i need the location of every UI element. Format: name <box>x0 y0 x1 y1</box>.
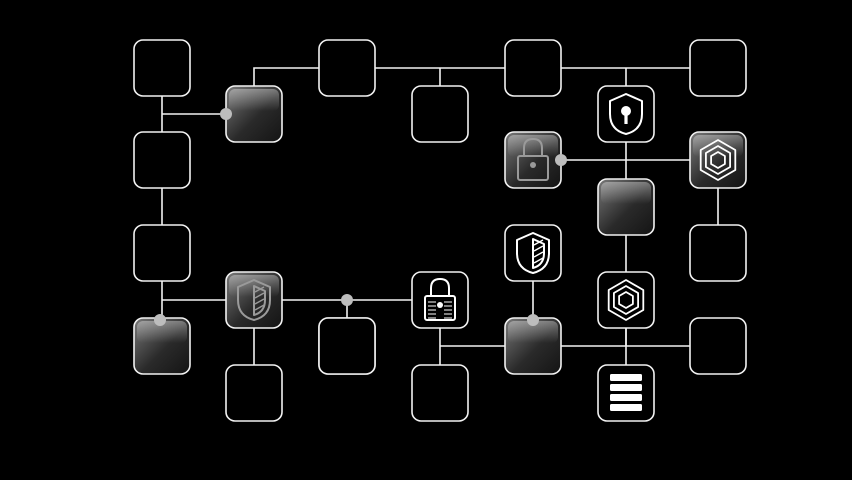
junction-dot-1 <box>220 108 232 120</box>
junction-dot-5 <box>527 314 539 326</box>
node-n6[interactable] <box>411 85 469 143</box>
node-box <box>689 317 747 375</box>
node-n11[interactable] <box>689 224 747 282</box>
node-box <box>133 131 191 189</box>
node-n16[interactable] <box>225 271 283 329</box>
node-n20[interactable] <box>411 364 469 422</box>
node-n21[interactable] <box>689 317 747 375</box>
server-rack-icon <box>610 374 642 411</box>
node-box <box>411 85 469 143</box>
node-n7[interactable] <box>597 85 655 143</box>
node-sheen <box>137 321 187 343</box>
junction-dot-3 <box>154 314 166 326</box>
node-n1[interactable] <box>133 39 191 97</box>
node-n8[interactable] <box>133 131 191 189</box>
junction-dot-2 <box>555 154 567 166</box>
node-box <box>411 364 469 422</box>
node-n5[interactable] <box>225 85 283 143</box>
node-n24[interactable] <box>318 317 376 375</box>
node-n19[interactable] <box>133 317 191 375</box>
node-box <box>597 271 655 329</box>
node-sheen <box>508 321 558 343</box>
node-layer <box>133 39 747 422</box>
shield-check-icon <box>516 232 550 274</box>
node-sheen <box>601 182 651 204</box>
node-n13[interactable] <box>133 224 191 282</box>
node-n25[interactable] <box>597 364 655 422</box>
node-sheen <box>508 135 558 157</box>
node-n9[interactable] <box>504 131 562 189</box>
node-n12[interactable] <box>597 178 655 236</box>
node-box <box>504 39 562 97</box>
shield-keyhole-icon <box>609 93 643 135</box>
node-box <box>597 364 655 422</box>
node-n18[interactable] <box>597 271 655 329</box>
padlock-icon <box>517 138 549 181</box>
node-box <box>318 317 376 375</box>
node-n14[interactable] <box>504 224 562 282</box>
shield-icon <box>237 279 271 321</box>
node-box <box>225 364 283 422</box>
node-sheen <box>229 89 279 111</box>
node-n17[interactable] <box>411 271 469 329</box>
node-n23[interactable] <box>225 364 283 422</box>
node-n4[interactable] <box>689 39 747 97</box>
hexagon-icon <box>607 279 645 321</box>
node-box <box>133 224 191 282</box>
node-box <box>133 39 191 97</box>
node-n22[interactable] <box>504 317 562 375</box>
node-n2[interactable] <box>318 39 376 97</box>
node-box <box>689 224 747 282</box>
junction-dot-4 <box>341 294 353 306</box>
node-n3[interactable] <box>504 39 562 97</box>
node-box <box>318 39 376 97</box>
circuit-padlock-icon <box>424 278 456 321</box>
junction-layer <box>154 108 567 326</box>
node-box <box>689 39 747 97</box>
node-n10[interactable] <box>689 131 747 189</box>
hexagon-icon <box>699 139 737 181</box>
